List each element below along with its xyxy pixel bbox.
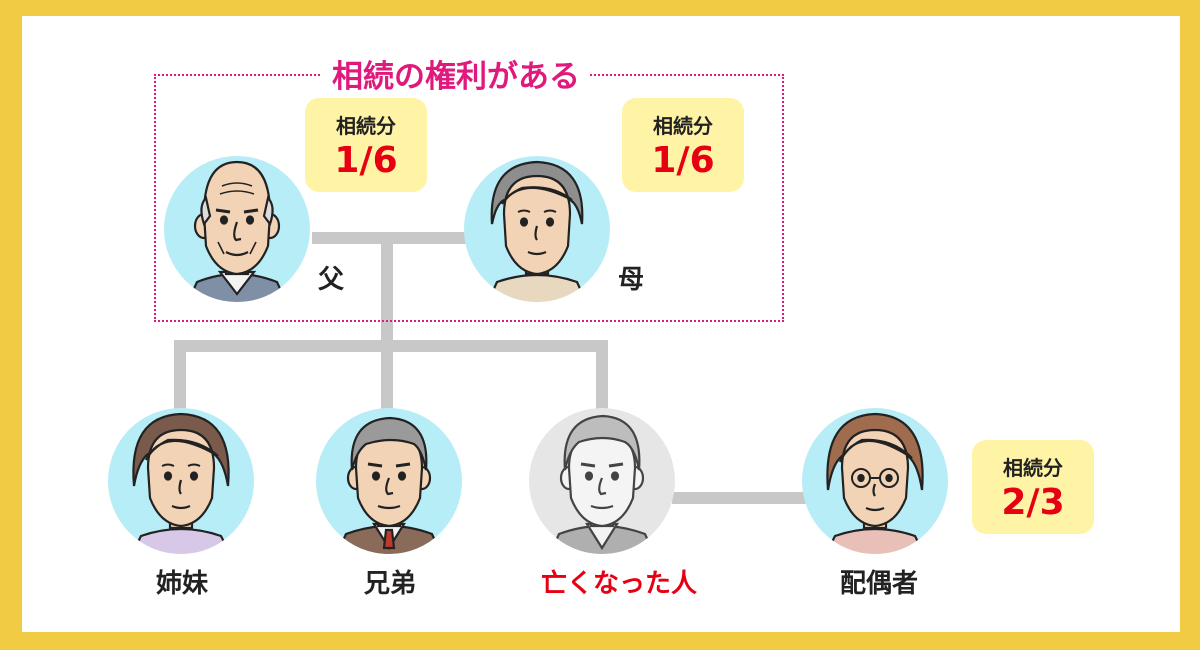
brother-label: 兄弟 [363, 569, 416, 599]
family-tree-connectors [174, 232, 812, 504]
share-value: 1/6 [651, 140, 715, 181]
mother-label: 母 [618, 265, 645, 295]
mother-portrait [464, 156, 610, 302]
deceased-portrait [529, 408, 675, 554]
share-value: 2/3 [1001, 482, 1065, 523]
share-value: 1/6 [334, 140, 398, 181]
deceased-label: 亡くなった人 [540, 569, 697, 599]
sister-portrait [108, 408, 254, 554]
sister-label: 姉妹 [155, 569, 208, 599]
share-label: 相続分 [1003, 456, 1063, 480]
share-label: 相続分 [336, 114, 396, 138]
spouse-portrait [802, 408, 948, 554]
spouse-share-box: 相続分 2/3 [972, 440, 1094, 534]
share-label: 相続分 [653, 114, 713, 138]
brother-portrait [316, 408, 462, 554]
group-title: 相続の権利がある [322, 56, 590, 98]
mother-share-box: 相続分 1/6 [622, 98, 744, 192]
father-label: 父 [318, 265, 345, 295]
father-portrait [164, 156, 310, 302]
father-share-box: 相続分 1/6 [305, 98, 427, 192]
diagram-panel: 相続の権利がある 相続分 1/6 相続分 1/6 相続分 2/3 [22, 16, 1180, 632]
spouse-label: 配偶者 [839, 569, 918, 599]
